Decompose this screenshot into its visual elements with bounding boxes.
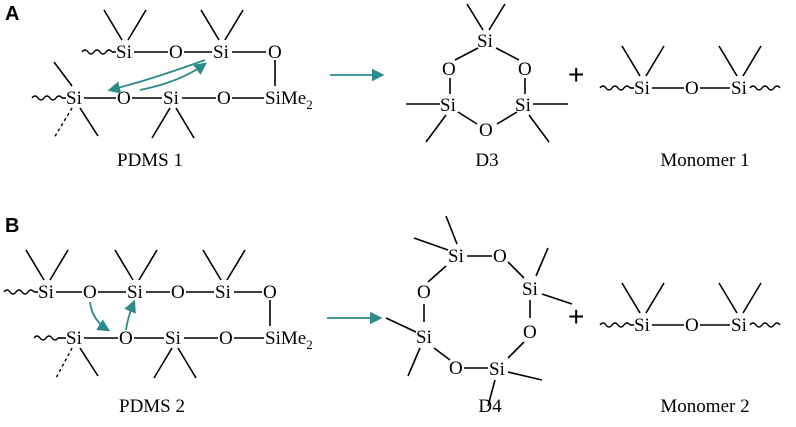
d3-o-bottom: O	[479, 120, 493, 141]
pdms2-arrow-1	[89, 301, 111, 332]
monomer2-o: O	[685, 315, 699, 336]
pdms1-si-4: Si	[163, 88, 179, 109]
pdms2-si-1: Si	[38, 282, 54, 303]
monomer1-si-2: Si	[731, 78, 747, 99]
pdms1-o-3: O	[117, 88, 131, 109]
pdms1-si-2: Si	[213, 42, 229, 63]
d3-o-right: O	[518, 59, 532, 80]
pdms2-top-wavy	[3, 289, 35, 295]
pdms1-top-wavy	[81, 49, 113, 55]
d3-structure: Si O O Si Si O	[406, 3, 568, 143]
d4-si-right: Si	[522, 279, 538, 300]
pdms2-structure: Si O Si O Si O Si O Si O SiMe2	[3, 249, 313, 379]
d4-structure: Si O Si O Si O Si O	[385, 215, 573, 407]
panel-a-letter: A	[5, 3, 19, 25]
pdms1-arrow-2	[139, 62, 208, 91]
pdms1-label: PDMS 1	[117, 150, 183, 171]
d3-si-right: Si	[515, 95, 531, 116]
pdms2-o-5: O	[219, 328, 233, 349]
pdms2-label: PDMS 2	[119, 396, 185, 417]
monomer1-structure: Si O Si	[599, 45, 781, 99]
pdms1-sime2: SiMe2	[265, 88, 313, 112]
d4-o-left: O	[417, 282, 431, 303]
pdms2-o-1: O	[83, 282, 97, 303]
pdms2-o-4: O	[119, 328, 133, 349]
monomer2-wavy-left	[599, 322, 631, 328]
d4-si-top: Si	[448, 246, 464, 267]
pdms2-si-2: Si	[127, 282, 143, 303]
d4-si-bottom: Si	[489, 359, 505, 380]
monomer1-o: O	[685, 78, 699, 99]
pdms2-o-2: O	[171, 282, 185, 303]
d3-si-top: Si	[477, 31, 493, 52]
d4-o-top: O	[493, 246, 507, 267]
plus-b: +	[568, 301, 584, 332]
monomer2-si-1: Si	[634, 315, 650, 336]
d4-o-right: O	[523, 322, 537, 343]
pdms1-o-2: O	[268, 42, 282, 63]
panel-b-letter: B	[5, 215, 19, 237]
pdms2-arrow-2	[124, 299, 136, 331]
pdms1-si-3: Si	[66, 88, 82, 109]
monomer1-wavy-left	[599, 85, 631, 91]
pdms1-bottom-wavy	[31, 95, 63, 101]
d4-si-left: Si	[416, 327, 432, 348]
plus-a: +	[568, 59, 584, 90]
monomer2-label: Monomer 2	[660, 396, 749, 417]
d3-o-left: O	[442, 59, 456, 80]
pdms1-structure: Si O Si O Si O Si O SiMe2	[31, 9, 313, 139]
pdms2-o-3: O	[263, 282, 277, 303]
pdms2-si-4: Si	[66, 328, 82, 349]
monomer1-label: Monomer 1	[660, 150, 749, 171]
pdms2-si-3: Si	[215, 282, 231, 303]
pdms2-si-5: Si	[165, 328, 181, 349]
pdms2-bottom-wavy	[33, 335, 59, 341]
pdms2-sime2: SiMe2	[265, 328, 313, 352]
monomer2-si-2: Si	[731, 315, 747, 336]
d4-o-bottom: O	[449, 358, 463, 379]
monomer1-wavy-right	[749, 85, 781, 91]
pdms1-o-4: O	[217, 88, 231, 109]
monomer2-structure: Si O Si	[599, 282, 781, 336]
pdms1-o-1: O	[169, 42, 183, 63]
monomer2-wavy-right	[749, 322, 781, 328]
d3-si-left: Si	[440, 95, 456, 116]
d4-label: D4	[478, 396, 502, 417]
pdms1-si-1: Si	[116, 42, 132, 63]
monomer1-si-1: Si	[634, 78, 650, 99]
d3-label: D3	[475, 150, 498, 171]
